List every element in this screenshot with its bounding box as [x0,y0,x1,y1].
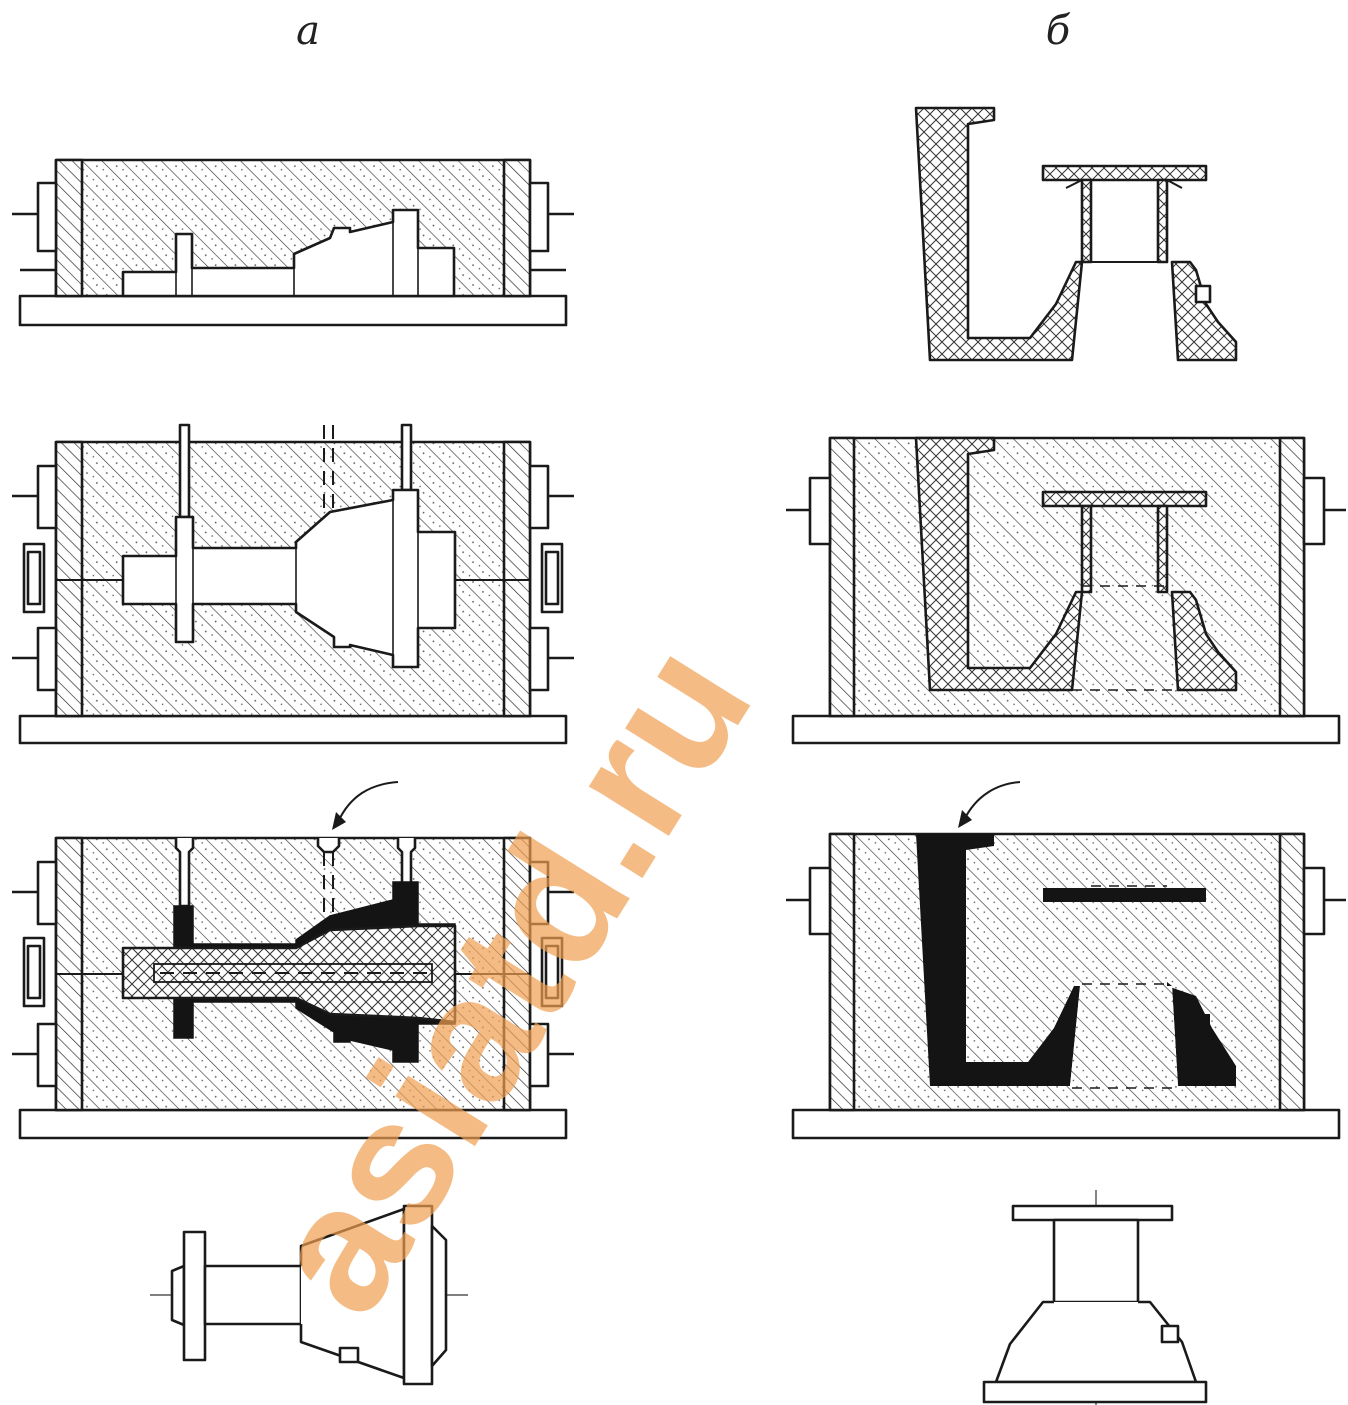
stage-a3-poured-mold [12,781,574,1140]
label-b: б [1046,8,1071,54]
stage-b2-flask-with-pattern [786,436,1346,745]
pattern-b [914,106,1238,362]
label-a: а [296,8,320,54]
stage-a1-pattern-in-drag [12,158,574,327]
finished-part-a [150,1204,468,1386]
stage-b3-poured-flask [786,781,1346,1140]
metal-casting-b [916,834,1080,1086]
finished-part-b [982,1190,1208,1405]
stage-a2-assembled-mold [12,423,574,745]
